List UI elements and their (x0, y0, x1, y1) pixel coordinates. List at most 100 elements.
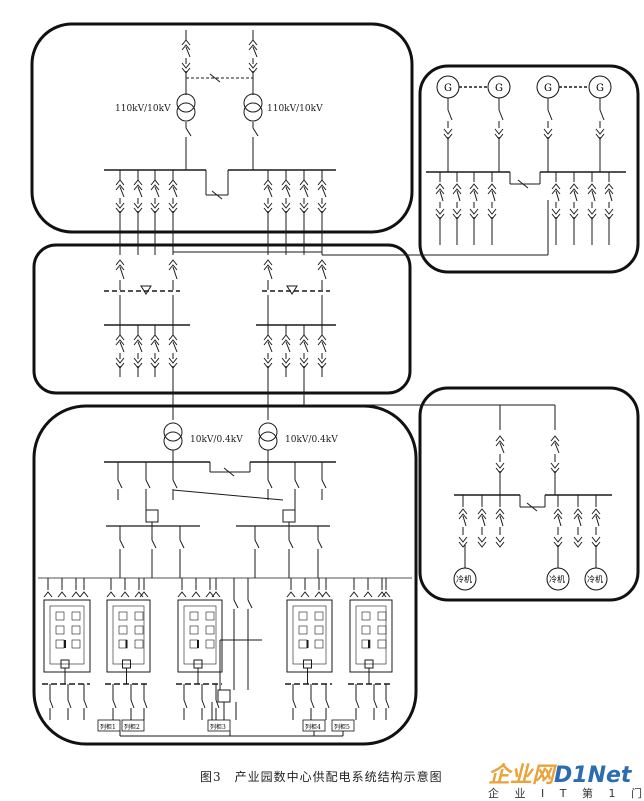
mv-distribution-frame (32, 243, 412, 395)
contact-chevron (168, 259, 178, 266)
rack-module (314, 611, 324, 621)
wire-147 (481, 515, 486, 527)
wire-201 (179, 539, 185, 549)
contact-chevron (317, 184, 327, 191)
contact-chevron (604, 208, 614, 215)
wire-129 (608, 190, 613, 202)
contact-chevron (435, 208, 445, 215)
figure-caption: 图3 产业园数中心供配电系统结构示意图 (200, 770, 443, 784)
rack-cabinet-1 (43, 599, 91, 673)
contact-chevron (281, 179, 291, 186)
wire-198 (151, 539, 157, 549)
breaker-blade (447, 109, 453, 121)
watermark-brand-en: D1Net (554, 763, 632, 788)
watermark-brand-cn: 企业网 (488, 763, 555, 788)
contact-chevron (281, 184, 291, 191)
contact-chevron (106, 591, 116, 598)
contact-chevron (79, 591, 89, 598)
wire-235 (130, 699, 135, 709)
breaker-blade (172, 341, 178, 353)
watermark-tagline: 企 业 I T 第 1 门 户 (488, 787, 644, 800)
ats-right (282, 509, 296, 523)
breaker-blade (154, 341, 160, 353)
contact-chevron (458, 508, 468, 515)
contact-chevron (191, 591, 201, 598)
contact-chevron (150, 357, 160, 364)
breaker-blade (303, 186, 309, 198)
contact-chevron (281, 202, 291, 209)
contact-chevron (263, 357, 273, 364)
contact-chevron (120, 591, 130, 598)
contact-chevron (299, 339, 309, 346)
contact-chevron (139, 591, 149, 598)
row-cabinet-3-box (207, 719, 231, 732)
contact-chevron (321, 591, 331, 598)
wire-171 (117, 479, 123, 489)
wire-210 (317, 539, 323, 549)
chiller-frame (418, 386, 640, 602)
wire-177 (172, 479, 178, 489)
contact-chevron (604, 188, 614, 195)
wire-183 (294, 479, 300, 489)
contact-chevron (569, 208, 579, 215)
rack-module (205, 611, 215, 621)
wire-142 (526, 502, 538, 512)
breaker-blade (321, 341, 327, 353)
ats-left (145, 509, 159, 523)
contact-chevron (177, 591, 187, 598)
contact-chevron (300, 591, 310, 598)
contact-chevron (133, 357, 143, 364)
rack-module (189, 625, 199, 635)
wire-186 (321, 479, 327, 489)
contact-chevron (115, 357, 125, 364)
contact-chevron (168, 264, 178, 271)
contact-chevron (477, 536, 487, 543)
contact-chevron (281, 334, 291, 341)
rack-module (118, 625, 128, 635)
rack-module (134, 611, 144, 621)
wire-238 (143, 699, 148, 709)
contact-chevron (211, 591, 221, 598)
rack-module (118, 611, 128, 621)
rack-inner-1 (49, 605, 85, 665)
contact-chevron (115, 334, 125, 341)
contact-chevron (317, 339, 327, 346)
contact-chevron (553, 513, 563, 520)
wire-280 (385, 699, 390, 709)
hv-tie-switch (209, 73, 221, 83)
rack-module (189, 611, 199, 621)
contact-chevron (573, 541, 583, 548)
contact-chevron (43, 591, 53, 598)
wire-153 (557, 515, 562, 527)
breaker-blade (185, 46, 191, 58)
row-cabinet-5-label: 列柜5 (334, 723, 350, 731)
contact-chevron (133, 202, 143, 209)
contact-chevron (487, 208, 497, 215)
contact-chevron (133, 184, 143, 191)
contact-chevron (477, 513, 487, 520)
wire-113 (491, 190, 496, 202)
chiller-3-label: 冷机 (587, 574, 603, 584)
breaker-blade (321, 266, 327, 280)
contact-chevron (181, 44, 191, 51)
chiller-1-label: 冷机 (456, 574, 472, 584)
lv-transformer-2-primary (258, 422, 278, 442)
contact-chevron (458, 513, 468, 520)
wire-144 (462, 515, 467, 527)
contact-chevron (133, 179, 143, 186)
wire-136 (554, 442, 560, 454)
contact-chevron (115, 259, 125, 266)
rack-inner-4 (292, 605, 327, 665)
contact-chevron (587, 183, 597, 190)
bus-tie-switch (211, 190, 223, 200)
breaker-blade (267, 341, 273, 353)
contact-chevron (115, 179, 125, 186)
contact-chevron (281, 339, 291, 346)
breaker-blade (172, 186, 178, 198)
contact-chevron (150, 334, 160, 341)
contact-chevron (299, 179, 309, 186)
rack-cabinet-4 (286, 599, 333, 673)
chiller-1 (453, 567, 477, 591)
row-cabinet-5-box (331, 719, 355, 732)
